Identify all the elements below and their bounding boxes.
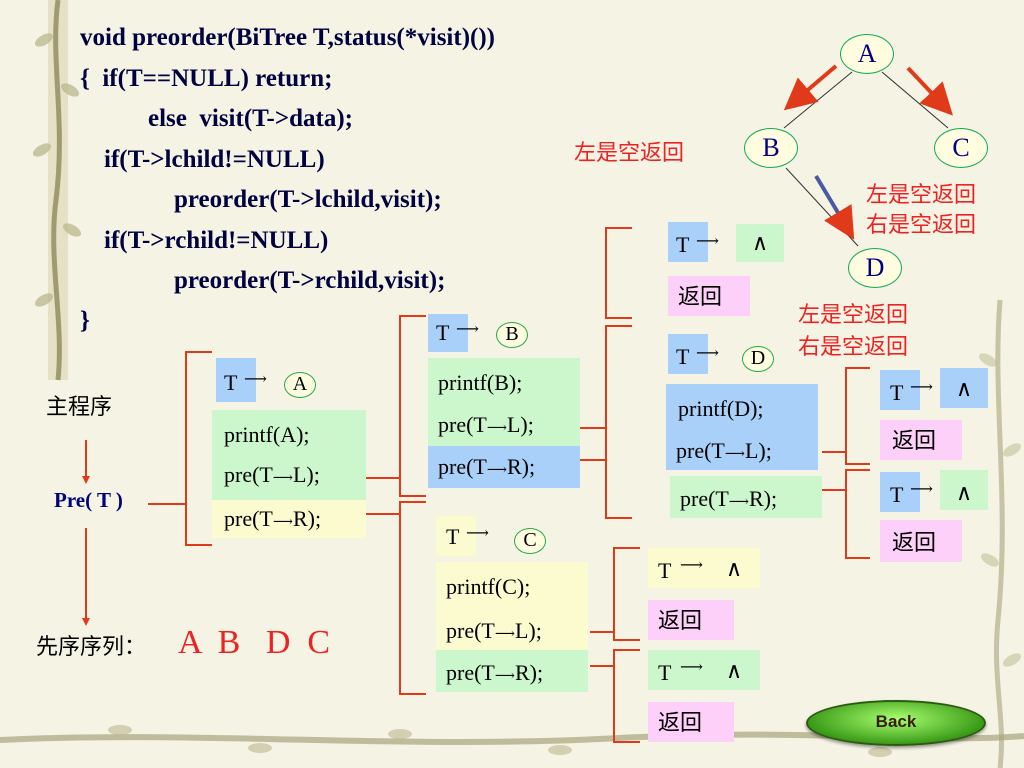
c-left-arrow: ⟶ [680, 557, 703, 574]
frame-d-left-call: pre(T⟶L); [676, 438, 772, 463]
frame-a-right-box [212, 500, 366, 538]
frame-a-node: A [284, 372, 316, 398]
d-right-return-box [880, 520, 962, 562]
b-left-return-box [668, 276, 750, 316]
frame-c-left-call: pre(T⟶L); [446, 618, 542, 643]
frame-b-arrow: ⟶ [456, 321, 479, 338]
d-right-return: 返回 [892, 530, 937, 555]
d-right-t-box [880, 472, 920, 512]
note-c-left: 左是空返回 [866, 182, 977, 207]
b-left-return: 返回 [678, 284, 723, 309]
d-left-return: 返回 [892, 428, 937, 453]
frame-c-printf: printf(C); [446, 574, 531, 599]
frame-d-t: T [676, 344, 690, 369]
frame-d-body [666, 384, 818, 470]
tree-node-d: D [848, 248, 902, 288]
code-line-8: } [80, 307, 90, 334]
tree-node-b: B [744, 128, 798, 168]
sequence-label: 先序序列： [36, 634, 147, 659]
sequence-value: A B D C [178, 624, 331, 661]
frame-b-node: B [496, 322, 528, 348]
frame-b-body [428, 358, 580, 446]
pre-call-label: Pre( T ) [54, 488, 123, 512]
frame-b-left-call: pre(T⟶L); [438, 412, 534, 437]
d-left-nil-box [940, 368, 988, 408]
b-left-t-box [668, 222, 708, 262]
c-left-t: T [658, 558, 672, 583]
code-line-4: if(T->lchild!=NULL) [104, 146, 325, 173]
frame-b-right-call: pre(T⟶R); [438, 454, 536, 479]
tree-node-a: A [840, 34, 894, 74]
b-left-t: T [676, 232, 690, 257]
code-line-5: preorder(T->lchild,visit); [174, 186, 442, 213]
note-b-left: 左是空返回 [574, 140, 685, 165]
frame-c-body [436, 562, 588, 650]
b-left-arrow: ⟶ [696, 233, 719, 250]
frame-a-arrow: ⟶ [244, 371, 267, 388]
note-d-left: 左是空返回 [798, 302, 909, 327]
c-left-nil: ∧ [726, 556, 743, 581]
frame-d-right-call: pre(T⟶R); [680, 486, 778, 511]
d-right-nil: ∧ [956, 480, 973, 505]
c-right-return: 返回 [658, 710, 703, 735]
b-left-nil-box [736, 224, 784, 262]
frame-a-printf: printf(A); [224, 422, 310, 447]
frame-c-right-box [436, 650, 588, 692]
c-left-return-box [648, 600, 734, 640]
c-right-nil: ∧ [726, 658, 743, 683]
b-left-nil: ∧ [752, 230, 769, 255]
frame-a-left-call: pre(T⟶L); [224, 462, 320, 487]
frame-d-node: D [742, 346, 774, 372]
frame-a-right-call: pre(T⟶R); [224, 506, 322, 531]
frame-c-t: T [446, 524, 460, 549]
d-left-return-box [880, 420, 962, 460]
c-right-return-box [648, 702, 734, 742]
frame-d-arrow: ⟶ [696, 345, 719, 362]
c-right-t-box [648, 650, 760, 690]
code-line-2: { if(T==NULL) return; [80, 65, 333, 92]
c-left-return: 返回 [658, 608, 703, 633]
frame-b-printf: printf(B); [438, 370, 523, 395]
code-line-3: else visit(T->data); [148, 105, 353, 132]
frame-c-t-box [436, 516, 476, 556]
note-d-right: 右是空返回 [798, 334, 909, 359]
tree-node-c: C [934, 128, 988, 168]
code-line-7: preorder(T->rchild,visit); [174, 267, 446, 294]
c-left-t-box [648, 548, 760, 588]
c-right-arrow: ⟶ [680, 659, 703, 676]
frame-d-right-box [670, 476, 822, 518]
c-right-t: T [658, 660, 672, 685]
frame-b-t: T [436, 320, 450, 345]
frame-a-t: T [224, 370, 238, 395]
frame-c-right-call: pre(T⟶R); [446, 660, 544, 685]
code-line-1: void preorder(BiTree T,status(*visit)()) [80, 24, 495, 51]
d-right-t: T [890, 482, 904, 507]
frame-d-t-box [668, 334, 708, 374]
main-program-label: 主程序 [46, 394, 113, 419]
frame-c-arrow: ⟶ [466, 525, 489, 542]
d-left-nil: ∧ [956, 376, 973, 401]
frame-b-right-box [428, 446, 580, 488]
back-button[interactable]: Back [806, 700, 986, 746]
frame-d-printf: printf(D); [678, 396, 764, 421]
code-line-6: if(T->rchild!=NULL) [104, 227, 329, 254]
d-right-nil-box [940, 470, 988, 510]
d-left-t-box [880, 370, 920, 410]
frame-a-t-box [216, 358, 256, 402]
d-left-arrow: ⟶ [910, 379, 933, 396]
d-left-t: T [890, 380, 904, 405]
frame-a-body [212, 410, 366, 500]
note-c-right: 右是空返回 [866, 212, 977, 237]
frame-b-t-box [428, 314, 468, 352]
frame-c-node: C [514, 528, 546, 554]
d-right-arrow: ⟶ [910, 481, 933, 498]
